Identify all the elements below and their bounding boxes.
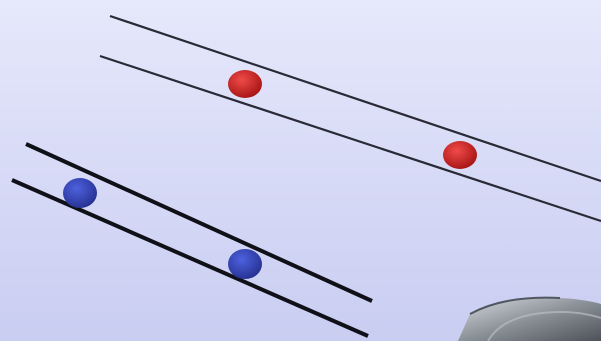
red-dot-2	[443, 141, 477, 169]
blue-dot-2	[228, 249, 262, 279]
red-dot-1	[228, 70, 262, 98]
blue-dot-1	[63, 178, 97, 208]
